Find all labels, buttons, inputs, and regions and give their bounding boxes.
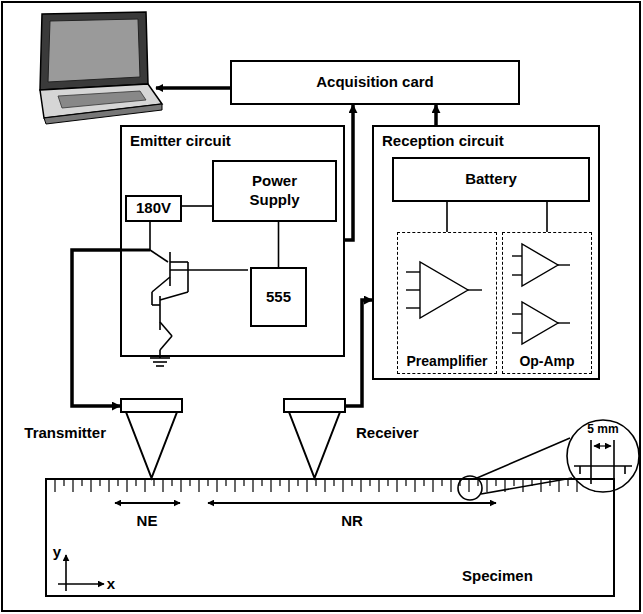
- data-arrow: [156, 86, 230, 90]
- node-text: Reception circuit: [382, 133, 504, 150]
- magnifier: [458, 420, 639, 500]
- wire-connector: [434, 105, 438, 125]
- transducer-shape: [283, 398, 346, 478]
- timer-box: 555: [250, 267, 307, 327]
- transducer: Transmitter: [120, 398, 183, 478]
- transistor-symbol: [120, 220, 248, 366]
- amplifier-group: Op-Amp: [502, 232, 592, 374]
- ruler-ticks: [55, 479, 604, 492]
- wire-connector: [72, 250, 120, 406]
- wire-connector: [346, 300, 372, 406]
- voltage-box: 180V: [125, 195, 182, 222]
- node-text: Preamplifier: [398, 354, 496, 369]
- amplifier-group: Preamplifier: [397, 232, 497, 374]
- distance-label: NR: [341, 513, 363, 530]
- node-text: Power Supply: [240, 172, 310, 210]
- node-text: Emitter circuit: [130, 133, 231, 150]
- node-text: Op-Amp: [503, 354, 591, 369]
- circuit-box: Emitter circuitPower Supply 180V 555: [120, 125, 345, 357]
- dimension-arrow: [115, 502, 180, 504]
- dimension-arrow: [208, 502, 496, 504]
- specimen-bar: Specimen: [45, 478, 615, 597]
- transducer-shape: [120, 398, 183, 478]
- wire-connector: [546, 202, 548, 232]
- dimension-label: 5 mm: [587, 423, 618, 436]
- battery-box: Battery: [392, 157, 590, 202]
- wire-connector: [446, 202, 448, 232]
- node-text: Specimen: [462, 568, 533, 585]
- axes: [58, 555, 104, 591]
- transducer: Receiver: [283, 398, 346, 478]
- laptop-icon: [40, 12, 162, 124]
- wire-connector: [278, 222, 280, 267]
- axis-label: x: [107, 576, 115, 593]
- opamp-symbol: [406, 244, 570, 344]
- wire-connector: [182, 205, 212, 207]
- distance-label: NE: [137, 513, 158, 530]
- node-text: Battery: [465, 171, 517, 188]
- node-text: 555: [266, 289, 291, 306]
- circuit-box: Reception circuitBatteryPreamplifier Op-A…: [372, 125, 600, 380]
- node-text: Transmitter: [24, 425, 106, 442]
- node-text: Receiver: [356, 425, 419, 442]
- node-text: Acquisition card: [316, 74, 434, 91]
- card-box: Acquisition card: [230, 60, 520, 105]
- supply-box: Power Supply: [212, 160, 337, 222]
- wire-connector: [345, 105, 353, 240]
- node-text: 180V: [136, 200, 171, 217]
- axis-label: y: [53, 544, 61, 561]
